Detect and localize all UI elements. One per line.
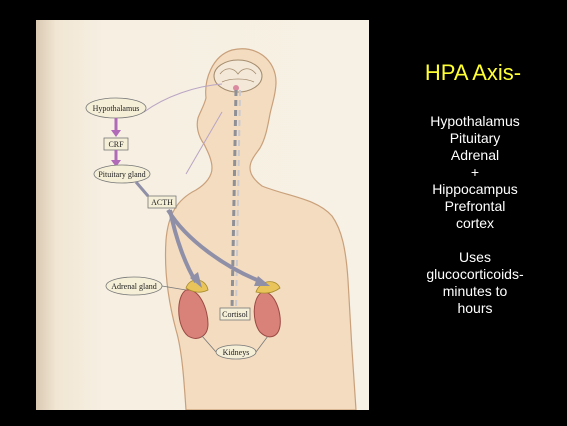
label-adrenal: Adrenal gland: [111, 282, 157, 291]
label-cortisol: Cortisol: [222, 310, 249, 319]
hpa-illustration: Hypothalamus CRF Pituitary gland ACTH Ad…: [36, 20, 369, 410]
body-line: Uses: [390, 249, 560, 266]
slide-body: Hypothalamus Pituitary Adrenal + Hippoca…: [390, 113, 560, 317]
body-silhouette: [165, 49, 356, 410]
body-line: Prefrontal: [390, 198, 560, 215]
body-line: +: [390, 164, 560, 181]
label-pituitary: Pituitary gland: [98, 170, 145, 179]
slide-title: HPA Axis-: [388, 60, 558, 86]
label-acth: ACTH: [151, 198, 173, 207]
body-diagram: Hypothalamus CRF Pituitary gland ACTH Ad…: [36, 20, 369, 410]
body-line: Adrenal: [390, 147, 560, 164]
body-line: cortex: [390, 215, 560, 232]
spacer: [390, 232, 560, 249]
body-line: Pituitary: [390, 130, 560, 147]
label-hypothalamus: Hypothalamus: [93, 104, 140, 113]
body-line: Hippocampus: [390, 181, 560, 198]
body-line: minutes to: [390, 283, 560, 300]
label-crf: CRF: [108, 140, 124, 149]
label-kidneys: Kidneys: [223, 348, 250, 357]
body-line: Hypothalamus: [390, 113, 560, 130]
body-line: hours: [390, 300, 560, 317]
body-line: glucocorticoids-: [390, 266, 560, 283]
